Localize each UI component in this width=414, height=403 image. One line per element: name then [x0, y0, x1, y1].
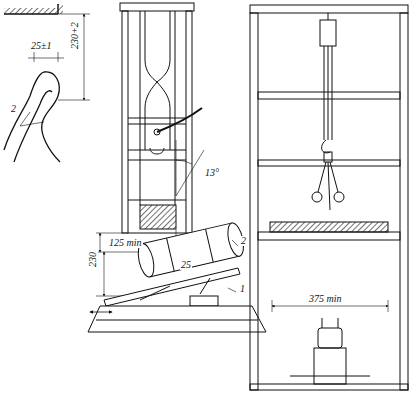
dimension-value: 230	[88, 251, 98, 268]
tower-frame	[120, 3, 202, 233]
angle-value: 13°	[204, 168, 220, 178]
dimension-value: 375 min	[308, 294, 343, 304]
side-frame	[250, 5, 408, 390]
dimension-value: 25±1	[30, 41, 53, 51]
callout-number: 1	[239, 284, 246, 294]
tilt-plate	[88, 240, 266, 332]
dimension-value: 125 min	[108, 238, 143, 248]
dimension-lines	[96, 140, 210, 296]
inset-profile	[4, 72, 60, 162]
dimension-value: 25	[180, 260, 192, 270]
callout-number: 2	[240, 236, 247, 246]
inset-wall	[4, 4, 90, 100]
callout-number: 2	[10, 104, 17, 114]
dimension-value: 230+2	[70, 21, 80, 50]
